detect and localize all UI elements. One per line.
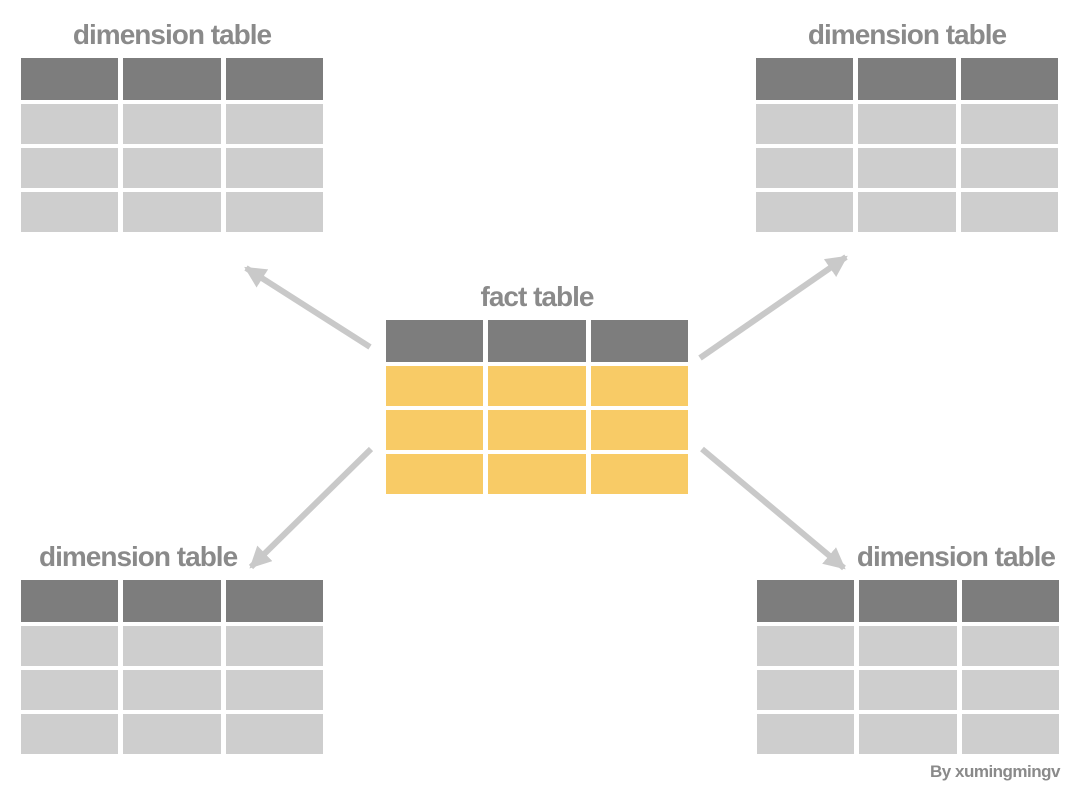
table-body-cell xyxy=(225,714,323,754)
table-body-cell xyxy=(386,454,484,494)
dimension-table-title: dimension table xyxy=(72,19,272,50)
table-body-cell xyxy=(225,670,323,710)
table-header-cell xyxy=(757,580,855,622)
table-body-cell xyxy=(21,714,119,754)
table-body-cell xyxy=(123,148,221,188)
dimension-table-grid xyxy=(756,58,1058,232)
table-body-cell xyxy=(21,148,119,188)
arrow-to-top-left-dimension xyxy=(244,265,372,350)
arrow-to-top-right-dimension xyxy=(698,254,848,361)
table-header-cell xyxy=(961,580,1059,622)
fact-table: fact table xyxy=(386,274,688,494)
table-header-cell xyxy=(123,580,221,622)
dimension-table-grid xyxy=(21,58,323,232)
table-header-cell xyxy=(225,580,323,622)
table-body-cell xyxy=(757,626,855,666)
table-body-cell xyxy=(960,192,1058,232)
table-body-cell xyxy=(123,626,221,666)
table-body-cell xyxy=(21,104,119,144)
table-body-cell xyxy=(859,626,957,666)
dimension-table-title: dimension table xyxy=(39,541,238,572)
table-body-cell xyxy=(961,626,1059,666)
table-body-cell xyxy=(960,104,1058,144)
table-body-cell xyxy=(488,366,586,406)
table-body-cell xyxy=(225,192,323,232)
table-body-cell xyxy=(386,410,484,450)
table-header-cell xyxy=(590,320,688,362)
table-body-cell xyxy=(961,714,1059,754)
dimension-table-bottom-right: dimension table xyxy=(757,534,1059,754)
table-header-cell xyxy=(123,58,221,100)
dimension-table-title: dimension table xyxy=(856,541,1056,572)
table-body-cell xyxy=(123,714,221,754)
table-body-cell xyxy=(21,626,119,666)
fact-table-title: fact table xyxy=(480,281,595,312)
table-body-cell xyxy=(960,148,1058,188)
table-body-cell xyxy=(757,714,855,754)
dimension-table-top-left: dimension table xyxy=(21,12,323,232)
dimension-table-grid xyxy=(757,580,1059,754)
table-body-cell xyxy=(859,714,957,754)
table-body-cell xyxy=(961,670,1059,710)
table-header-cell xyxy=(960,58,1058,100)
table-body-cell xyxy=(123,104,221,144)
table-body-cell xyxy=(590,410,688,450)
table-body-cell xyxy=(757,670,855,710)
table-header-cell xyxy=(21,58,119,100)
table-body-cell xyxy=(386,366,484,406)
table-body-cell xyxy=(21,670,119,710)
table-body-cell xyxy=(858,104,956,144)
table-body-cell xyxy=(225,148,323,188)
table-header-cell xyxy=(225,58,323,100)
table-header-cell xyxy=(488,320,586,362)
table-header-cell xyxy=(21,580,119,622)
table-body-cell xyxy=(488,454,586,494)
table-body-cell xyxy=(590,454,688,494)
table-header-cell xyxy=(858,58,956,100)
dimension-table-top-right: dimension table xyxy=(756,12,1058,232)
table-header-cell xyxy=(756,58,854,100)
dimension-table-bottom-left: dimension table xyxy=(21,534,323,754)
table-body-cell xyxy=(858,192,956,232)
table-body-cell xyxy=(123,192,221,232)
table-header-cell xyxy=(386,320,484,362)
table-body-cell xyxy=(858,148,956,188)
table-body-cell xyxy=(225,626,323,666)
table-body-cell xyxy=(859,670,957,710)
dimension-table-title: dimension table xyxy=(807,19,1007,50)
table-body-cell xyxy=(756,104,854,144)
dimension-table-grid xyxy=(21,580,323,754)
table-body-cell xyxy=(225,104,323,144)
fact-table-grid xyxy=(386,320,688,494)
table-body-cell xyxy=(488,410,586,450)
table-body-cell xyxy=(21,192,119,232)
credit-text: By xumingmingv xyxy=(930,762,1060,781)
table-body-cell xyxy=(590,366,688,406)
table-header-cell xyxy=(859,580,957,622)
table-body-cell xyxy=(123,670,221,710)
table-body-cell xyxy=(756,148,854,188)
table-body-cell xyxy=(756,192,854,232)
